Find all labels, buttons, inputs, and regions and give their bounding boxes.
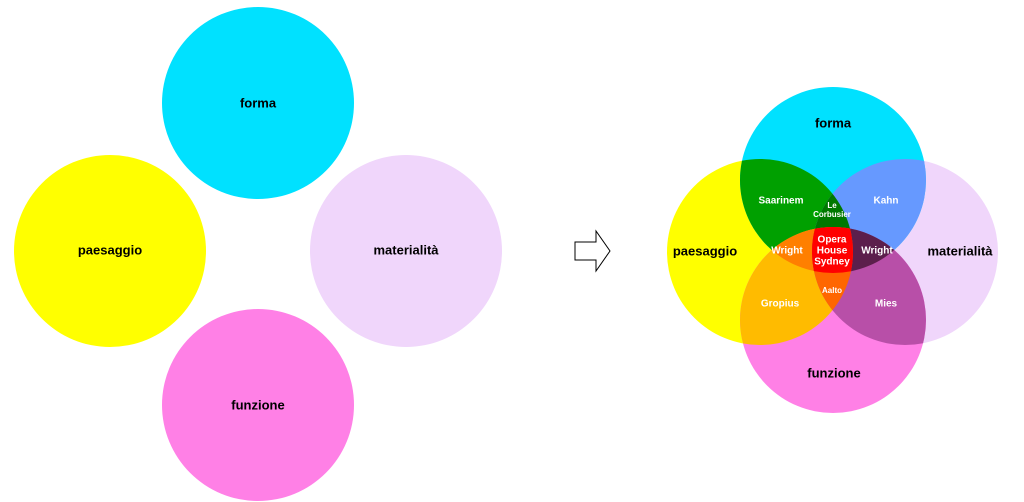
label-wright-left: Wright (771, 246, 803, 257)
label-paesaggio: paesaggio (78, 242, 142, 257)
circle-paesaggio (14, 155, 206, 347)
venn-label-funzione: funzione (807, 365, 860, 380)
label-kahn: Kahn (874, 196, 899, 207)
label-saarinem: Saarinem (758, 196, 803, 207)
circle-forma (162, 7, 354, 199)
label-wright-right: Wright (861, 246, 893, 257)
label-materialita: materialità (373, 242, 439, 257)
venn-label-forma: forma (815, 115, 852, 130)
label-le-corbusier-1: Le (827, 201, 837, 210)
label-aalto: Aalto (822, 286, 842, 295)
venn-diagram: forma paesaggio materialità funzione Saa… (667, 87, 998, 413)
venn-label-paesaggio: paesaggio (673, 243, 737, 258)
label-forma: forma (240, 95, 277, 110)
right-arrow-icon (574, 229, 611, 273)
label-le-corbusier-2: Corbusier (813, 210, 851, 219)
label-funzione: funzione (231, 397, 284, 412)
label-mies: Mies (875, 299, 898, 310)
circle-funzione (162, 309, 354, 501)
venn-label-materialita: materialità (927, 243, 993, 258)
circle-materialita (310, 155, 502, 347)
label-gropius: Gropius (761, 299, 800, 310)
separate-sets: forma paesaggio materialità funzione (14, 7, 502, 501)
label-opera: Opera (818, 235, 847, 246)
label-sydney: Sydney (814, 257, 850, 268)
label-house: House (817, 246, 848, 257)
